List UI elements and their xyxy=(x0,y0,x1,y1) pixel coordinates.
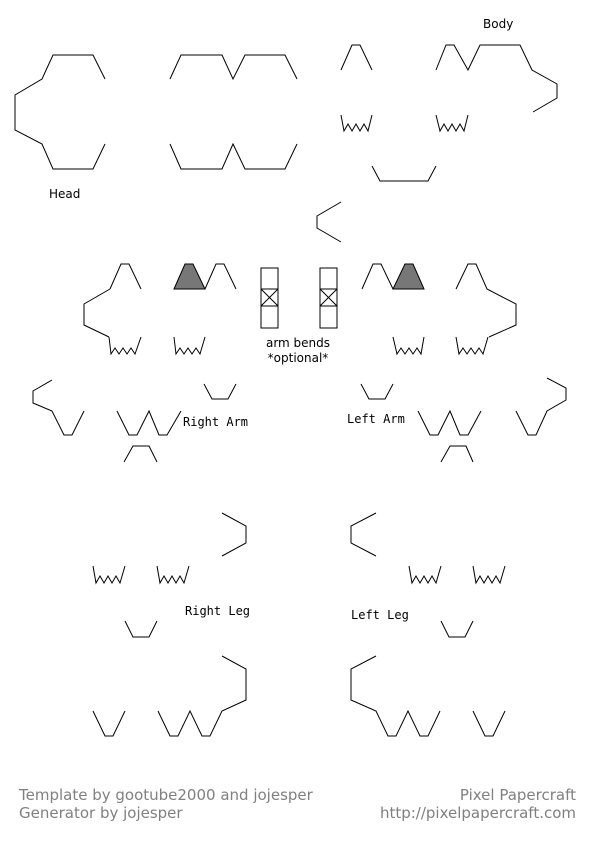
right-arm-label: Right Arm xyxy=(183,415,249,429)
left-leg-cut-lines xyxy=(350,512,506,737)
head-cut-lines xyxy=(14,54,298,170)
arm-bends-cut-lines xyxy=(260,267,338,329)
optional-label: *optional* xyxy=(267,351,329,365)
arm-bends-label: arm bends xyxy=(265,336,331,350)
right-arm-cut-lines xyxy=(32,263,237,463)
right-leg-cut-lines xyxy=(92,512,247,737)
left-leg-label: Left Leg xyxy=(351,608,409,622)
site-url: http://pixelpapercraft.com xyxy=(379,804,576,822)
head-label: Head xyxy=(49,187,81,201)
body-cut-lines xyxy=(316,44,558,243)
right-leg-label: Right Leg xyxy=(185,604,251,618)
left-arm-cut-lines xyxy=(360,263,567,463)
template-credit: Template by gootube2000 and jojesper xyxy=(19,786,313,804)
left-arm-label: Left Arm xyxy=(347,412,405,426)
generator-credit: Generator by jojesper xyxy=(19,804,183,822)
body-label: Body xyxy=(483,17,514,31)
brand-name: Pixel Papercraft xyxy=(459,786,576,804)
